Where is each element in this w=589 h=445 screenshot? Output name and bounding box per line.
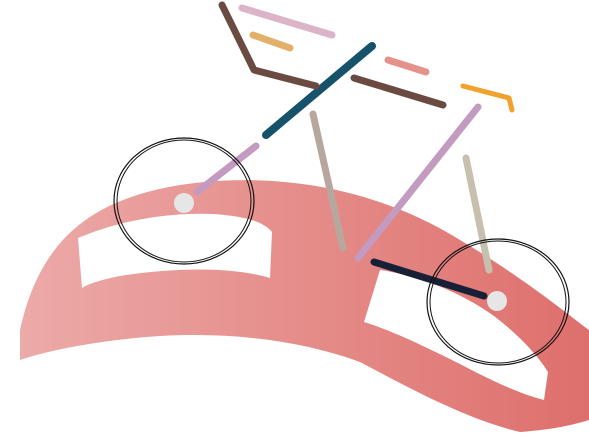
chain-stay bbox=[370, 258, 488, 300]
down-tube bbox=[354, 103, 482, 262]
seat-stay bbox=[193, 142, 260, 196]
track-window-right bbox=[364, 270, 548, 400]
front-wheel bbox=[426, 238, 570, 366]
salmon-accent bbox=[384, 56, 430, 76]
dot-icon bbox=[487, 291, 507, 311]
saddle-accent bbox=[249, 31, 294, 52]
dot-icon bbox=[174, 193, 194, 213]
handlebar bbox=[218, 1, 320, 90]
fork bbox=[462, 154, 493, 274]
circle-outline-icon bbox=[116, 139, 252, 263]
stem bbox=[350, 74, 447, 109]
circle-outline-icon bbox=[429, 240, 567, 364]
curved-track-icon bbox=[20, 180, 589, 432]
orange-accent bbox=[460, 83, 515, 113]
top-tube bbox=[262, 42, 376, 139]
rear-wheel bbox=[113, 137, 255, 265]
seat-post bbox=[309, 110, 347, 252]
saddle-top bbox=[238, 4, 336, 39]
circle-outline-icon bbox=[113, 137, 255, 265]
circle-outline-icon bbox=[426, 238, 570, 366]
